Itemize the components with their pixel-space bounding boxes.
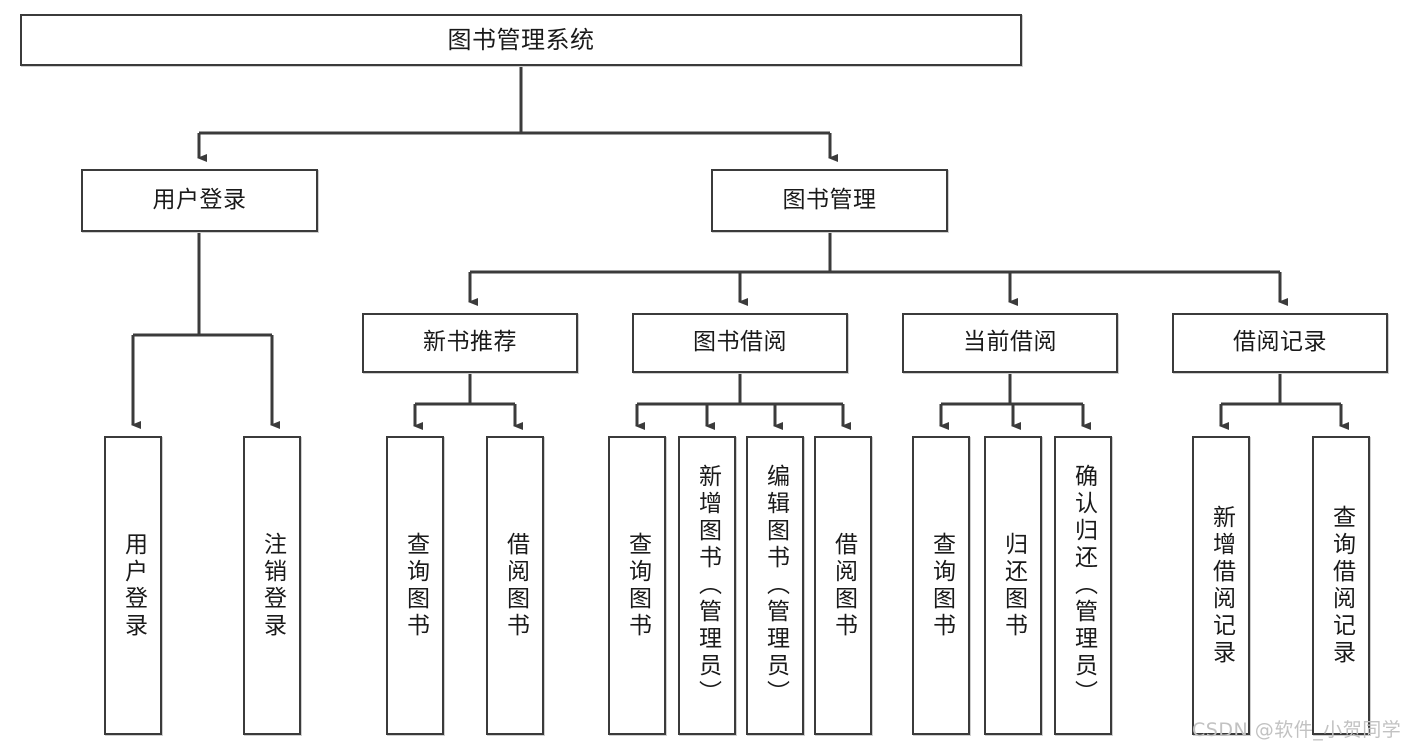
node-new-book-recommend-label: 新书推荐 (423, 329, 517, 356)
node-new-book-recommend[interactable]: 新书推荐 (362, 313, 578, 373)
leaf-borrow-book-2[interactable]: 借阅图书 (814, 436, 872, 735)
csdn-watermark: CSDN @软件_小贺同学 (1192, 719, 1402, 741)
node-user-login-label: 用户登录 (152, 186, 247, 213)
node-book-manage-label: 图书管理 (782, 186, 877, 213)
node-book-borrow-label: 图书借阅 (693, 329, 787, 356)
leaf-borrow-book-1-label: 借阅图书 (502, 531, 529, 640)
leaf-add-borrow-record-label: 新增借阅记录 (1208, 504, 1235, 667)
leaf-query-book-2-label: 查询图书 (624, 531, 651, 640)
leaf-return-book[interactable]: 归还图书 (984, 436, 1042, 735)
leaf-query-borrow-record-label: 查询借阅记录 (1328, 504, 1355, 667)
node-borrow-record-label: 借阅记录 (1233, 329, 1327, 356)
leaf-query-book-3-label: 查询图书 (928, 531, 955, 640)
node-book-borrow[interactable]: 图书借阅 (632, 313, 848, 373)
leaf-confirm-return-admin-label: 确认归还（管理员） (1070, 464, 1097, 707)
node-current-borrow[interactable]: 当前借阅 (902, 313, 1118, 373)
leaf-query-book-1-label: 查询图书 (402, 531, 429, 640)
leaf-logout-login[interactable]: 注销登录 (243, 436, 301, 735)
leaf-query-book-2[interactable]: 查询图书 (608, 436, 666, 735)
leaf-add-book-admin[interactable]: 新增图书（管理员） (678, 436, 736, 735)
leaf-user-login-label: 用户登录 (120, 531, 147, 640)
leaf-add-borrow-record[interactable]: 新增借阅记录 (1192, 436, 1250, 735)
leaf-add-book-admin-label: 新增图书（管理员） (694, 464, 721, 707)
leaf-edit-book-admin[interactable]: 编辑图书（管理员） (746, 436, 804, 735)
leaf-borrow-book-2-label: 借阅图书 (830, 531, 857, 640)
leaf-query-book-1[interactable]: 查询图书 (386, 436, 444, 735)
leaf-logout-login-label: 注销登录 (259, 531, 286, 640)
leaf-edit-book-admin-label: 编辑图书（管理员） (762, 464, 789, 707)
leaf-query-book-3[interactable]: 查询图书 (912, 436, 970, 735)
node-root[interactable]: 图书管理系统 (20, 14, 1022, 66)
node-book-manage[interactable]: 图书管理 (711, 169, 948, 232)
node-borrow-record[interactable]: 借阅记录 (1172, 313, 1388, 373)
leaf-confirm-return-admin[interactable]: 确认归还（管理员） (1054, 436, 1112, 735)
leaf-return-book-label: 归还图书 (1000, 531, 1027, 640)
leaf-query-borrow-record[interactable]: 查询借阅记录 (1312, 436, 1370, 735)
node-current-borrow-label: 当前借阅 (963, 329, 1057, 356)
leaf-borrow-book-1[interactable]: 借阅图书 (486, 436, 544, 735)
leaf-user-login[interactable]: 用户登录 (104, 436, 162, 735)
node-root-label: 图书管理系统 (447, 25, 595, 54)
node-user-login[interactable]: 用户登录 (81, 169, 318, 232)
